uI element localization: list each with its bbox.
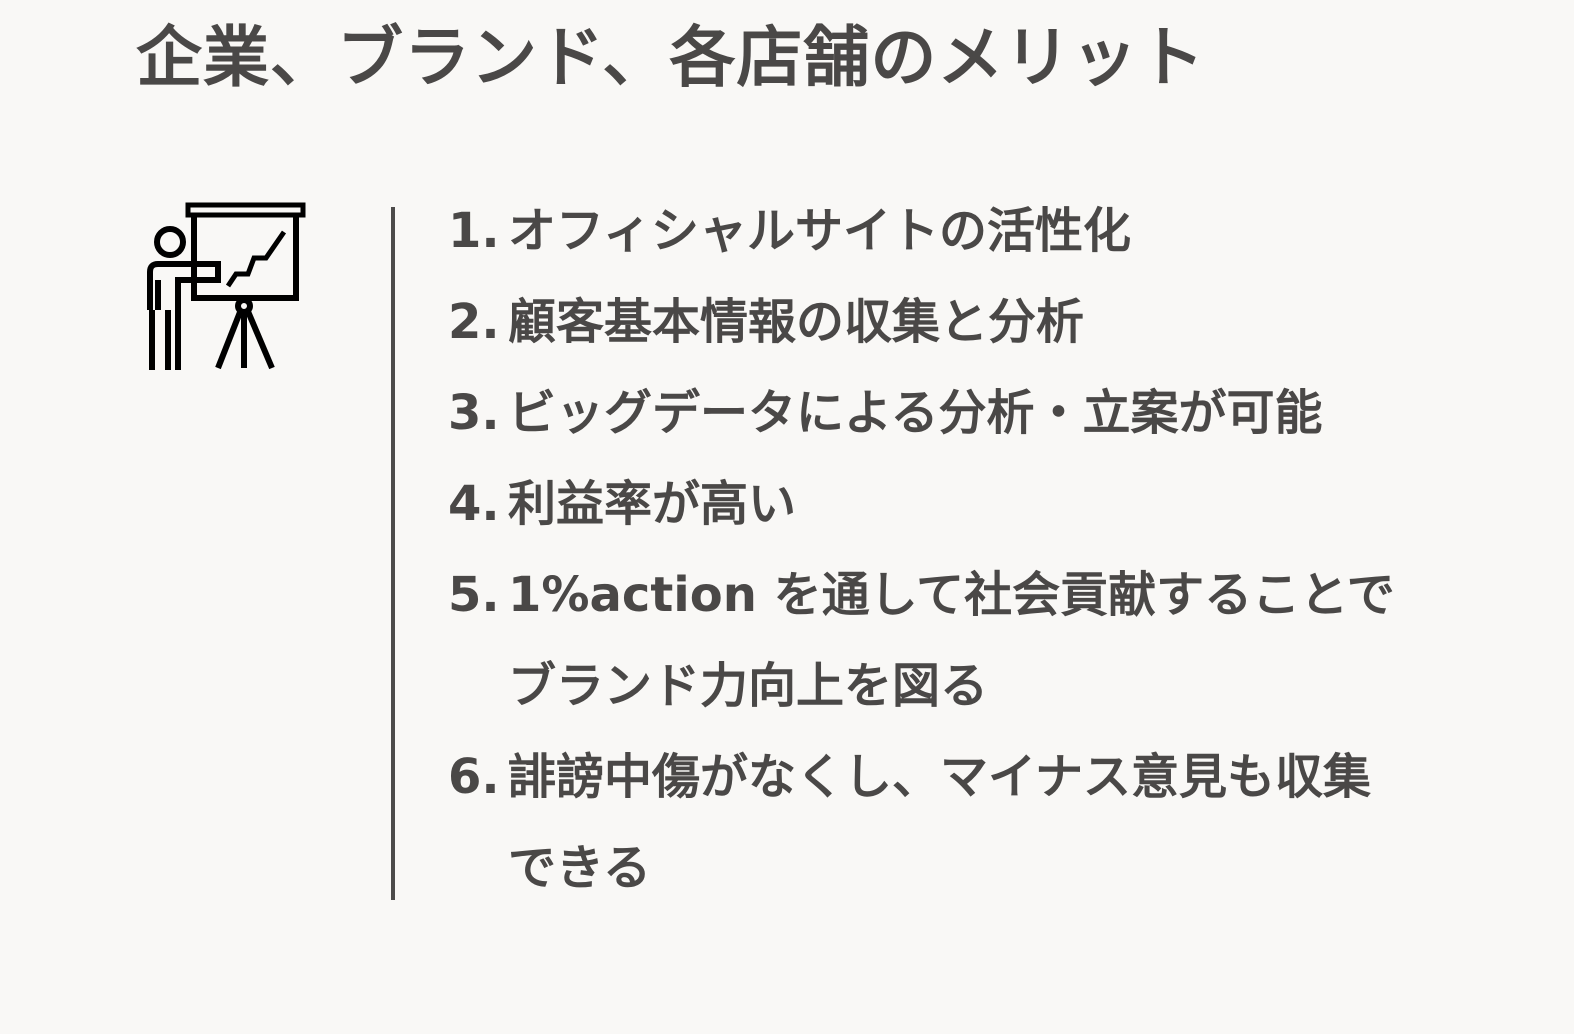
list-item-number: 1. — [448, 203, 500, 259]
list-item-line: できる — [508, 840, 652, 896]
list-item: 3. ビッグデータによる分析・立案が可能 — [448, 368, 1528, 459]
presenter-chart-icon — [147, 202, 306, 370]
list-item-line: 利益率が高い — [508, 476, 797, 532]
list-item-text: 顧客基本情報の収集と分析 — [508, 277, 1084, 368]
list-item-number: 6. — [448, 749, 500, 805]
list-item-line: オフィシャルサイトの活性化 — [508, 203, 1132, 259]
list-item-text: 誹謗中傷がなくし、マイナス意見も収集 できる — [508, 732, 1371, 914]
list-item-number: 2. — [448, 294, 500, 350]
list-item-number: 4. — [448, 476, 500, 532]
list-item-text: 利益率が高い — [508, 459, 796, 550]
list-item: 1. オフィシャルサイトの活性化 — [448, 186, 1528, 277]
list-item: 5. 1%action を通して社会貢献することで ブランド力向上を図る — [448, 550, 1528, 732]
list-item: 6. 誹謗中傷がなくし、マイナス意見も収集 できる — [448, 732, 1528, 914]
list-item-text: オフィシャルサイトの活性化 — [508, 186, 1131, 277]
list-item-line: ブランド力向上を図る — [508, 658, 989, 714]
list-item-text: 1%action を通して社会貢献することで ブランド力向上を図る — [508, 550, 1395, 732]
list-item-line: 誹謗中傷がなくし、マイナス意見も収集 — [508, 749, 1372, 805]
list-item: 2. 顧客基本情報の収集と分析 — [448, 277, 1528, 368]
benefit-list: 1. オフィシャルサイトの活性化 2. 顧客基本情報の収集と分析 3. ビッグデ… — [448, 186, 1528, 914]
list-item-line: 1%action を通して社会貢献することで — [508, 567, 1395, 623]
list-item: 4. 利益率が高い — [448, 459, 1528, 550]
list-item-line: ビッグデータによる分析・立案が可能 — [508, 385, 1323, 441]
vertical-divider — [391, 207, 395, 900]
list-item-text: ビッグデータによる分析・立案が可能 — [508, 368, 1323, 459]
list-item-number: 5. — [448, 567, 500, 623]
list-item-line: 顧客基本情報の収集と分析 — [508, 294, 1085, 350]
list-item-number: 3. — [448, 385, 500, 441]
page-title: 企業、ブランド、各店舗のメリット — [136, 19, 1206, 96]
